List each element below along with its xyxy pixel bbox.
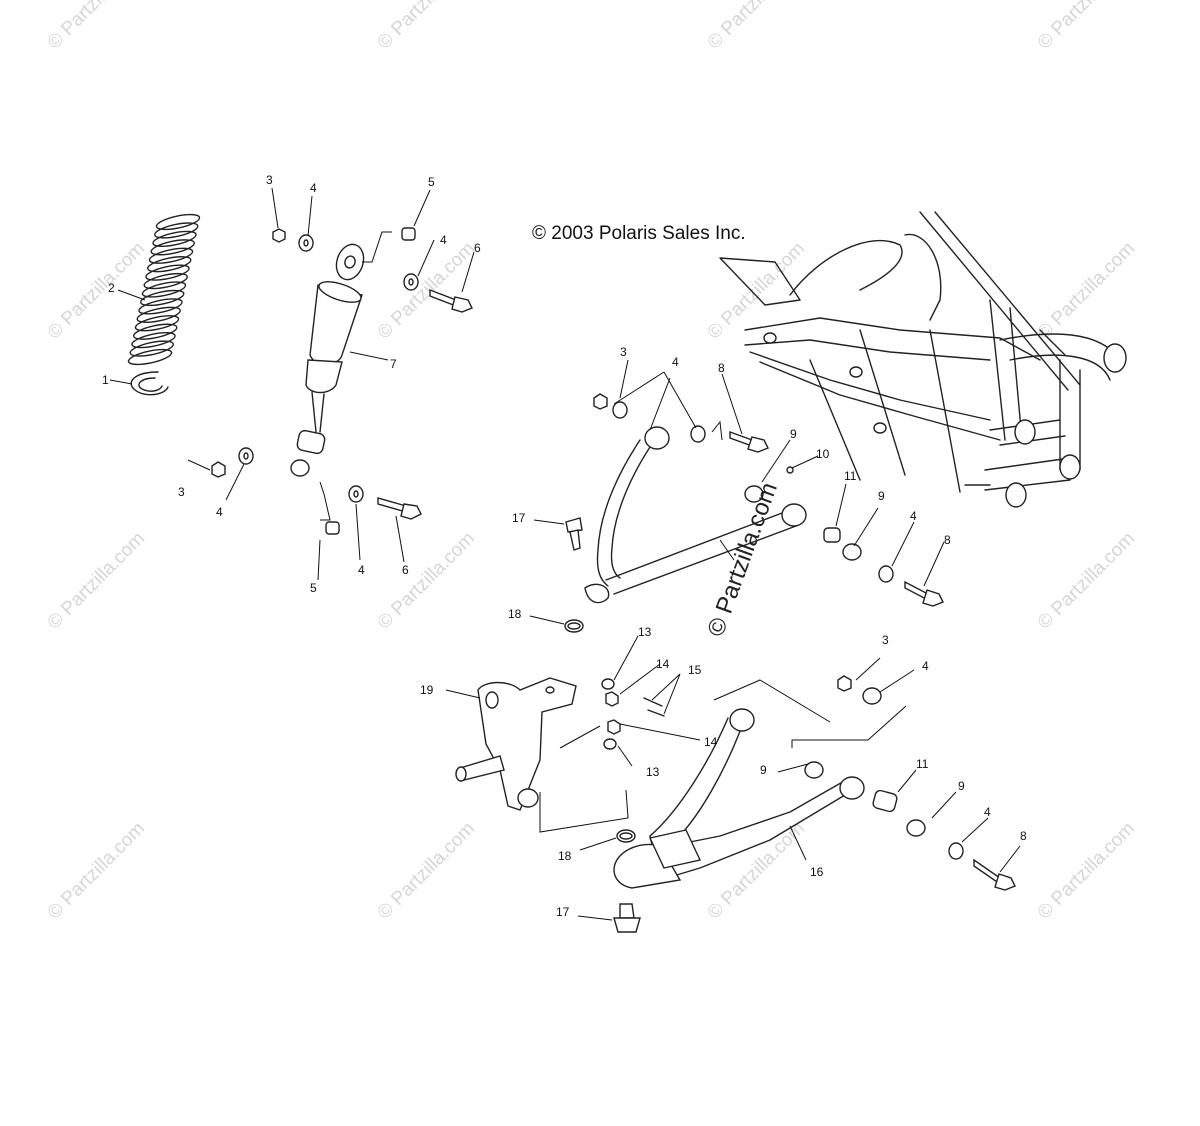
spring-coil: [143, 272, 189, 290]
upper-a-arm: [584, 426, 807, 604]
watermark-text: © Partzilla.com: [374, 238, 479, 343]
callout-11: 11: [844, 469, 857, 483]
watermark-text: © Partzilla.com: [1034, 0, 1139, 54]
callout-4: 4: [984, 805, 991, 819]
frame-assembly: [719, 211, 1121, 493]
callout-18: 18: [508, 607, 522, 621]
callout-17: 17: [556, 905, 570, 919]
callout-8: 8: [718, 361, 725, 375]
spring-coil: [127, 348, 173, 366]
watermark-text: © Partzilla.com: [44, 818, 149, 923]
callout-19: 19: [420, 683, 434, 697]
callout-6: 6: [402, 563, 409, 577]
spring-coil: [138, 298, 183, 315]
callout-17: 17: [512, 511, 526, 525]
watermark-text: © Partzilla.com: [374, 818, 479, 923]
callout-4: 4: [310, 181, 317, 195]
callout-13: 13: [646, 765, 660, 779]
spring-coil: [155, 213, 201, 231]
lower-a-arm: [613, 708, 865, 889]
callout-9: 9: [760, 763, 767, 777]
watermark-text: © Partzilla.com: [1034, 818, 1139, 923]
callout-4: 4: [672, 355, 679, 369]
callout-3: 3: [620, 345, 627, 359]
callout-4: 4: [440, 233, 447, 247]
callout-3: 3: [266, 173, 273, 187]
spring-coil: [134, 315, 180, 332]
callout-3: 3: [178, 485, 185, 499]
callout-8: 8: [1020, 829, 1027, 843]
callout-4: 4: [358, 563, 365, 577]
watermark-text: © Partzilla.com: [44, 238, 149, 343]
spring-coil: [131, 331, 176, 349]
copyright-notice: © 2003 Polaris Sales Inc.: [532, 223, 746, 244]
callout-14: 14: [704, 735, 718, 749]
watermark-text: © Partzilla.com: [44, 0, 149, 54]
callout-13: 13: [638, 625, 652, 639]
callout-labels: 1 2 3 4 5 4 6 7 3 4 4 6 5 3 4 8 9 10 11 …: [102, 173, 1027, 919]
watermark-layer: © Partzilla.com © Partzilla.com © Partzi…: [44, 0, 1139, 924]
shock-absorber: [290, 243, 365, 477]
callout-9: 9: [790, 427, 797, 441]
callout-11: 11: [916, 757, 929, 771]
callout-4: 4: [922, 659, 929, 673]
callout-18: 18: [558, 849, 572, 863]
callout-15: 15: [688, 663, 702, 677]
callout-5: 5: [310, 581, 317, 595]
spring-coil: [136, 306, 182, 323]
leader-lines: [109, 187, 1021, 921]
watermark-text: © Partzilla.com: [44, 528, 149, 633]
spring-coil: [153, 222, 199, 239]
callout-9: 9: [958, 779, 965, 793]
spring-coil: [132, 323, 178, 340]
callout-6: 6: [474, 241, 481, 255]
callout-8: 8: [944, 533, 951, 547]
spring-coil: [146, 256, 192, 273]
spring-coil: [150, 239, 196, 256]
callout-1: 1: [102, 373, 109, 387]
spring-coil: [152, 230, 197, 248]
watermark-text: © Partzilla.com: [374, 0, 479, 54]
watermark-text: © Partzilla.com: [374, 528, 479, 633]
callout-5: 5: [428, 175, 435, 189]
callout-3: 3: [882, 633, 889, 647]
watermark-text: © Partzilla.com: [1034, 238, 1139, 343]
spring-coil: [145, 264, 190, 281]
callout-16: 16: [810, 865, 824, 879]
callout-2: 2: [108, 281, 115, 295]
steering-knuckle: [455, 677, 577, 811]
watermark-text: © Partzilla.com: [704, 0, 809, 54]
spring-retainer: [130, 371, 169, 396]
spring-coil: [141, 281, 187, 298]
callout-9: 9: [878, 489, 885, 503]
watermark-main: © Partzilla.com: [702, 479, 783, 640]
spring-coil: [148, 247, 194, 264]
callout-4: 4: [216, 505, 223, 519]
frame-tube-ends: [763, 332, 1127, 508]
callout-4: 4: [910, 509, 917, 523]
callout-14: 14: [656, 657, 670, 671]
spring-coil: [129, 340, 175, 357]
spring-retainer-inner: [138, 377, 163, 392]
callout-7: 7: [390, 357, 397, 371]
hardware: [211, 227, 1016, 933]
watermark-text: © Partzilla.com: [1034, 528, 1139, 633]
spring-coil: [139, 289, 185, 307]
callout-10: 10: [816, 447, 830, 461]
spring: [127, 213, 201, 366]
